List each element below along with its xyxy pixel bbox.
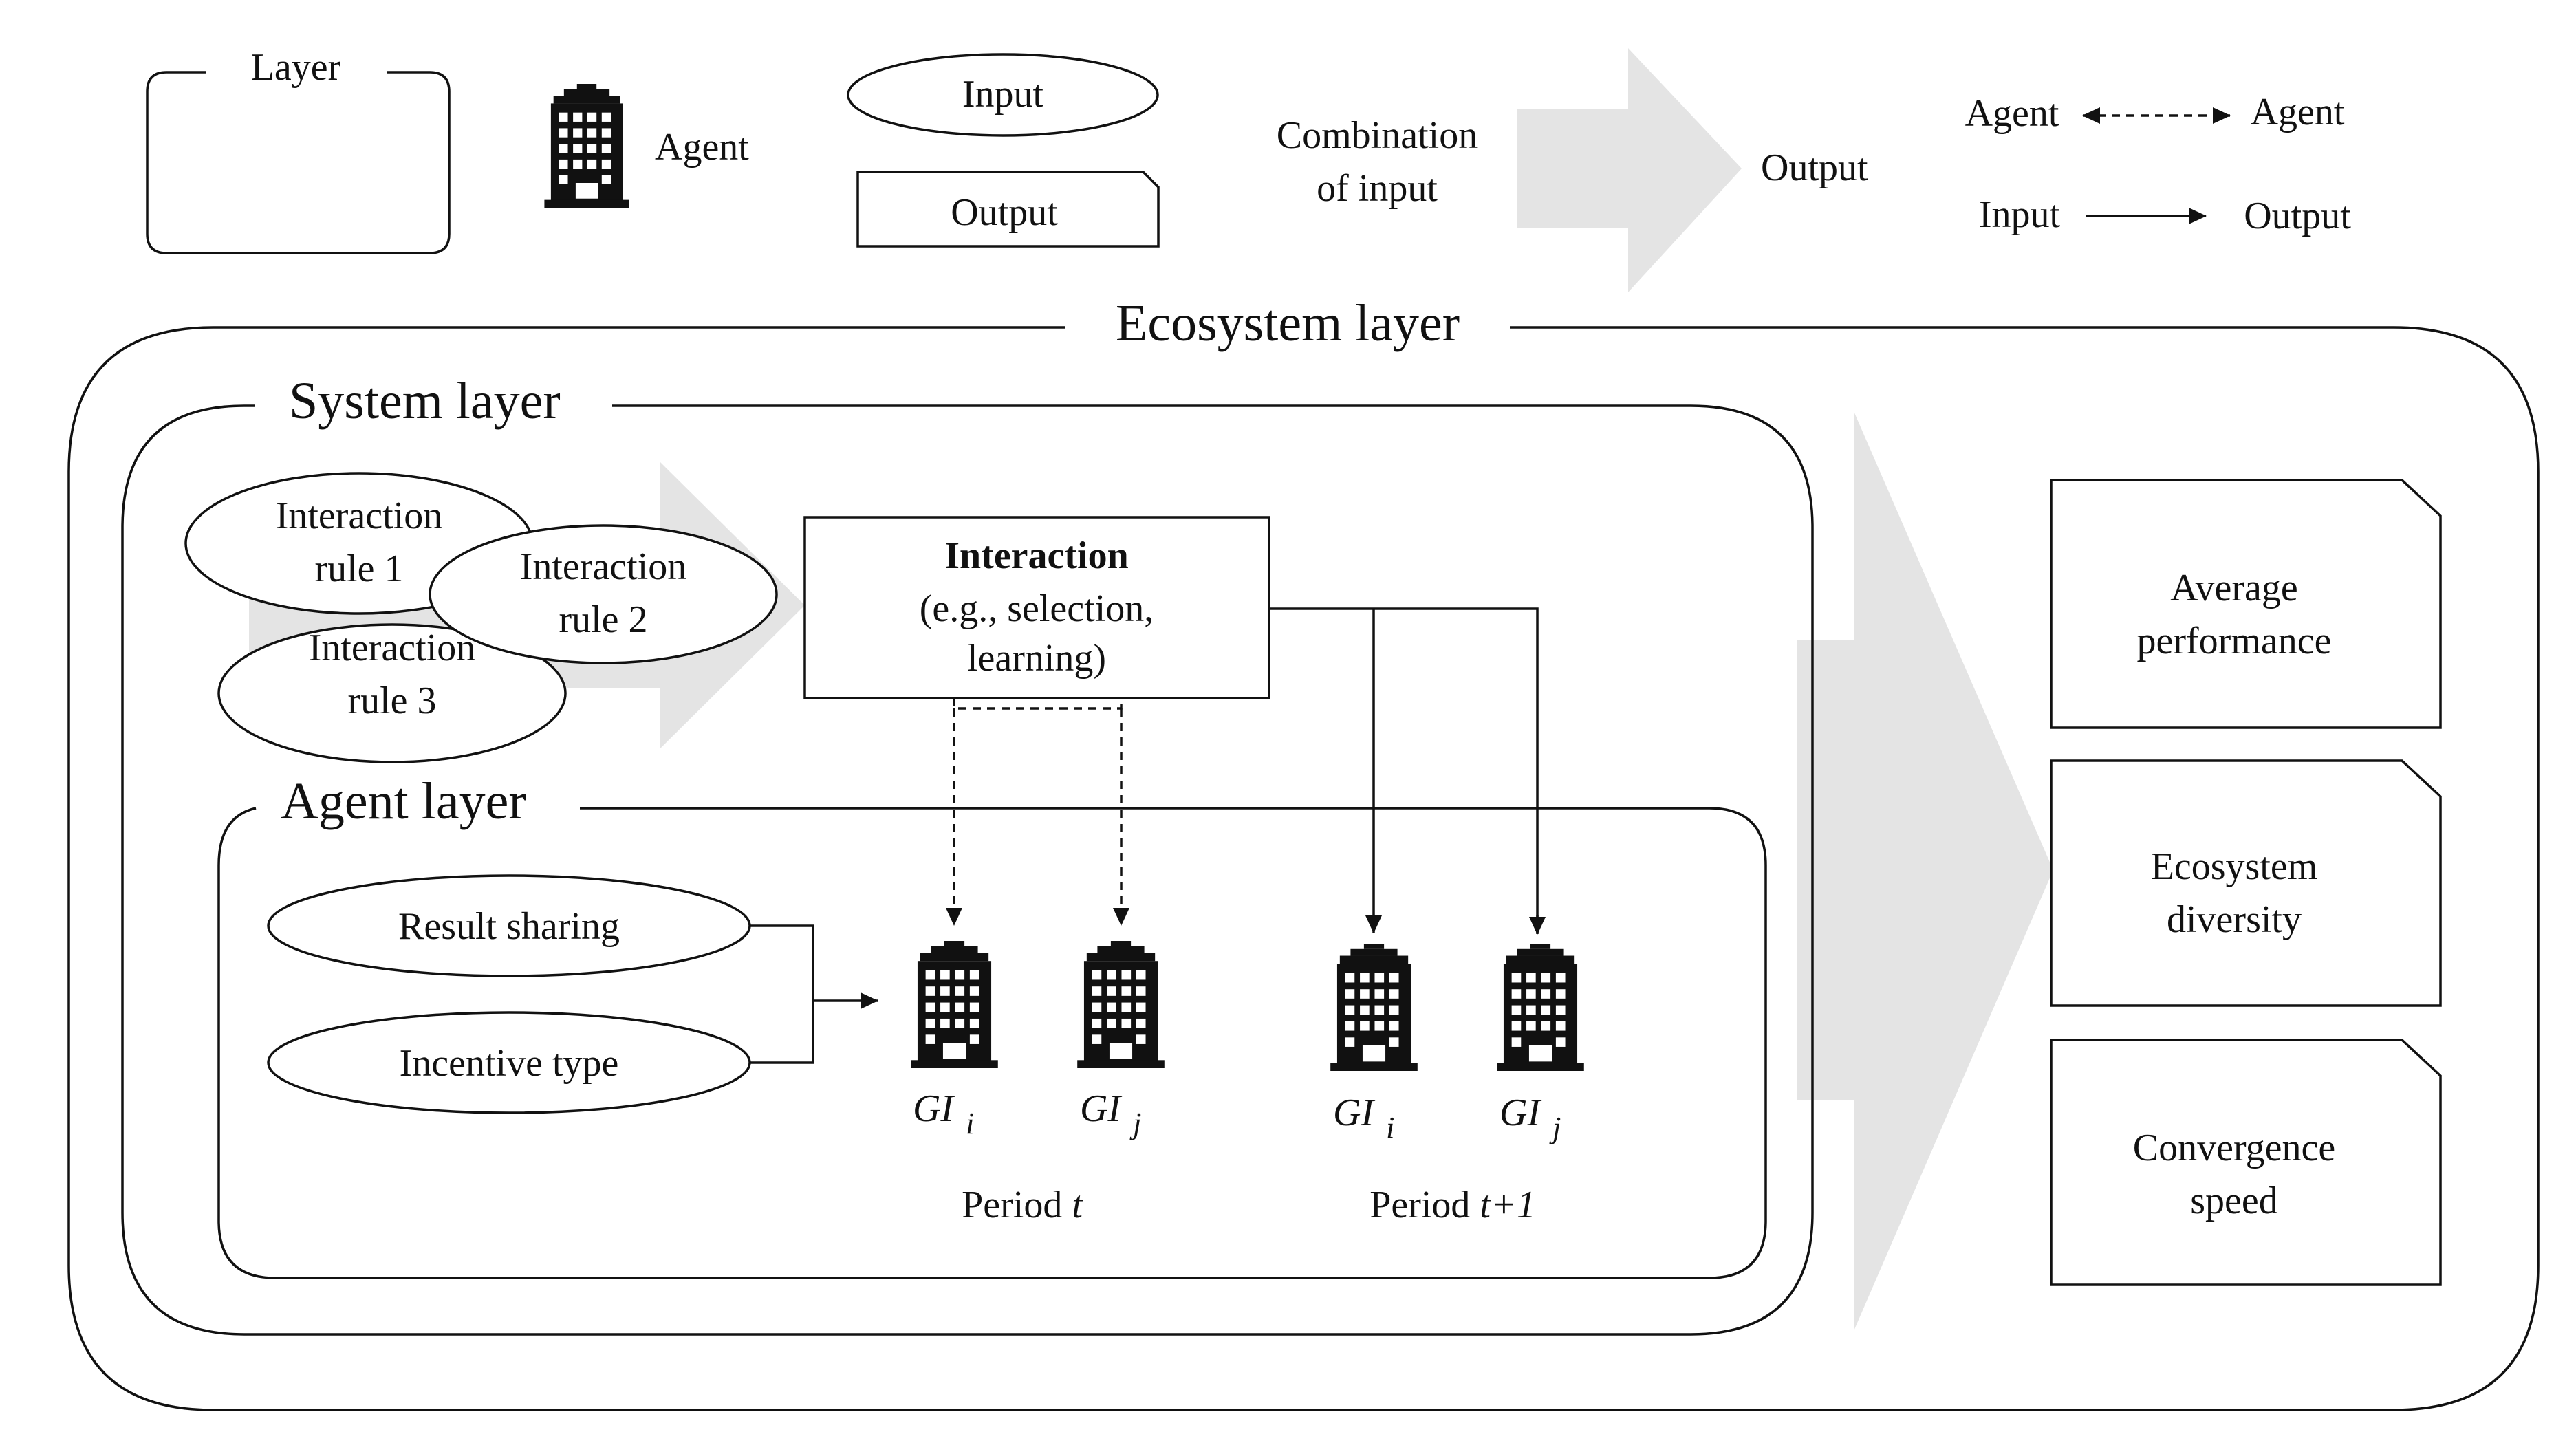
legend-agent-icon (544, 84, 629, 208)
agent-gi-j-period-t1-icon (1497, 944, 1584, 1071)
legend-layer-label: Layer (251, 46, 341, 89)
interaction-rule-1-line2: rule 1 (314, 547, 403, 590)
interaction-rule-3-line2: rule 3 (347, 680, 436, 722)
output-average-line1: Average (2170, 567, 2298, 609)
legend-agent-right: Agent (2251, 91, 2345, 133)
interaction-rule-2-line1: Interaction (520, 545, 687, 588)
agent-label-3: GI i (1333, 1092, 1394, 1144)
ecosystem-layer-title: Ecosystem layer (1116, 294, 1460, 352)
legend-output-doc (856, 171, 1160, 248)
system-layer-frame (121, 404, 1814, 1336)
interaction-line3: learning) (967, 637, 1106, 680)
legend-combination-arrow (1517, 48, 1742, 292)
system-layer-title: System layer (289, 372, 561, 430)
legend-input-label: Input (962, 73, 1044, 116)
agent-gi-j-period-t-icon (1077, 941, 1165, 1068)
output-diversity-line1: Ecosystem (2151, 845, 2318, 888)
agent-label-2-gi: GI (1080, 1087, 1122, 1130)
interaction-rule-2 (429, 524, 778, 664)
legend-layer-box (146, 71, 451, 254)
output-average-line2: performance (2137, 620, 2332, 662)
agent-label-1-gi: GI (913, 1087, 955, 1130)
output-diversity-line2: diversity (2167, 898, 2302, 941)
system-layer: System layer Interaction rule 1 Interact… (121, 372, 1814, 1336)
output-convergence-line1: Convergence (2133, 1127, 2335, 1169)
legend-output-right: Output (2244, 195, 2351, 237)
agent-gi-i-period-t-icon (911, 941, 998, 1068)
legend-combination-line2: of input (1317, 167, 1438, 210)
ecosystem-layer-frame (67, 326, 2540, 1411)
agent-label-1-sub: i (966, 1107, 974, 1140)
interaction-period-t-dashed-bracket (953, 698, 1123, 710)
ecosystem-output-arrow (1797, 411, 2053, 1331)
incentive-type-label: Incentive type (400, 1042, 619, 1085)
interaction-rules: Interaction rule 1 Interaction rule 3 In… (184, 472, 778, 763)
agent-layer-frame (217, 807, 1767, 1279)
legend-output-label: Output (951, 191, 1058, 234)
legend-input-left: Input (1979, 193, 2061, 236)
output-box-convergence-speed (2050, 1039, 2442, 1286)
ecosystem-outputs: Average performance Ecosystem diversity … (2050, 479, 2442, 1286)
agent-label-2-sub: j (1129, 1107, 1141, 1140)
interaction-rule-2-line2: rule 2 (559, 598, 647, 641)
ecosystem-layer: Ecosystem layer Average performance Ecos… (67, 294, 2540, 1411)
legend: Layer Agent Input Output Combination of … (146, 46, 2351, 292)
output-convergence-line2: speed (2190, 1180, 2278, 1222)
legend-input-ellipse (847, 53, 1159, 137)
interaction-rule-3 (217, 623, 567, 763)
interaction-line2: (e.g., selection, (920, 587, 1154, 630)
agent-label-3-gi: GI (1333, 1092, 1375, 1134)
period-t-var: t (1072, 1184, 1083, 1226)
legend-combination-output: Output (1761, 147, 1868, 189)
agent-layer: Agent layer Result sharing Incentive typ… (217, 607, 1767, 1279)
agent-layer-title: Agent layer (281, 772, 526, 830)
period-t-prefix: Period (962, 1184, 1062, 1226)
period-t1-prefix: Period (1370, 1184, 1470, 1226)
legend-combination-line1: Combination (1277, 114, 1478, 157)
agent-label-4-gi: GI (1500, 1092, 1541, 1134)
legend-agent-label: Agent (655, 126, 749, 169)
interaction-rule-3-line1: Interaction (309, 627, 476, 669)
agent-gi-i-period-t1-icon (1330, 944, 1418, 1071)
output-box-ecosystem-diversity (2050, 759, 2442, 1007)
interaction-title: Interaction (944, 534, 1129, 577)
agent-inputs-bracket (750, 924, 814, 1064)
interaction-to-gi-j-t1-line (1269, 607, 1539, 933)
interaction-rule-1-line1: Interaction (276, 495, 443, 537)
agent-label-4-sub: j (1549, 1111, 1561, 1144)
legend-agent-left: Agent (1965, 92, 2059, 135)
agent-label-3-sub: i (1386, 1111, 1394, 1144)
interaction-box (803, 516, 1270, 699)
result-sharing-label: Result sharing (398, 905, 620, 948)
output-box-average-performance (2050, 479, 2442, 729)
period-t1-var: t+1 (1480, 1184, 1535, 1226)
agent-label-1: GI i (913, 1087, 974, 1140)
